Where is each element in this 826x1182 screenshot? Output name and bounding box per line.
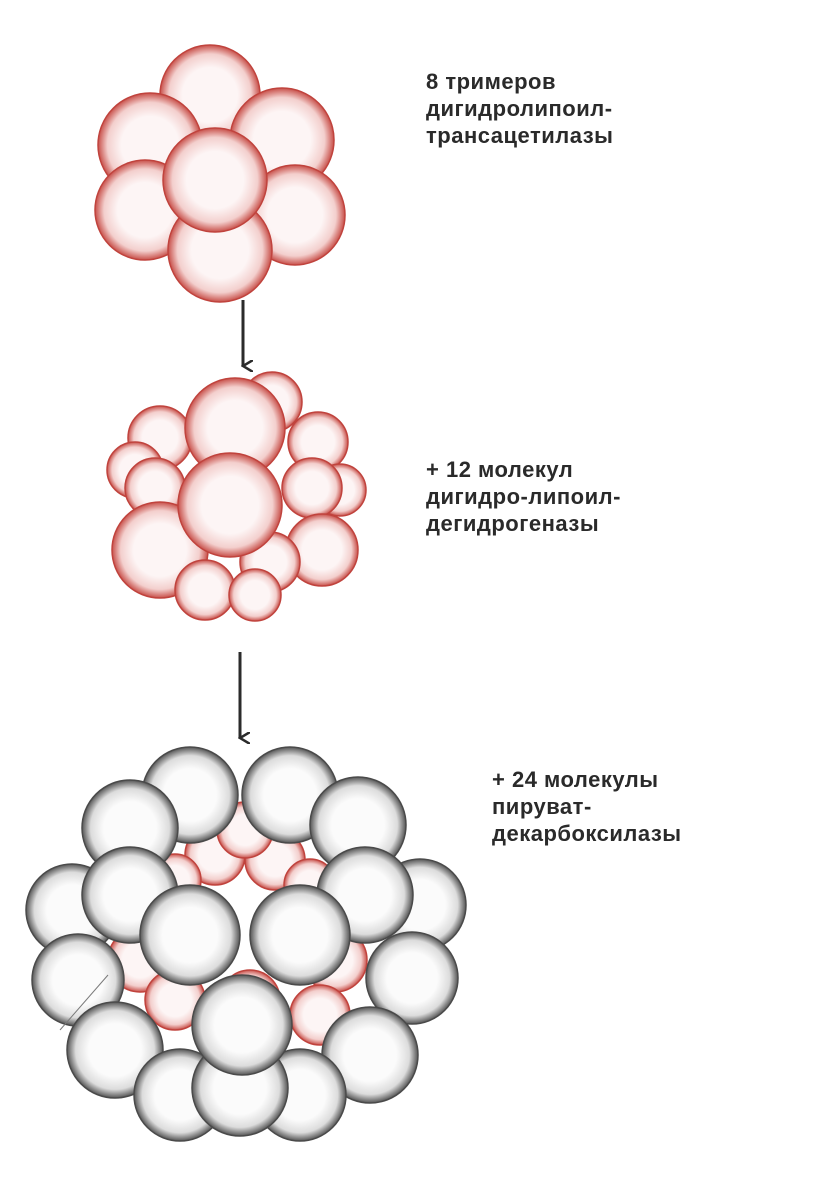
outer-grey-shell <box>26 747 466 1141</box>
stage-3-label-line-3: декарбоксилазы <box>492 820 682 847</box>
stage-1-label: 8 тримеров дигидролипоил- трансацетилазы <box>426 68 613 149</box>
subunit-sphere <box>282 458 342 518</box>
stage-1-label-line-2: дигидролипоил- <box>426 95 613 122</box>
decarboxylase-sphere <box>140 885 240 985</box>
stage-2-label: + 12 молекул дигидро-липоил- дегидрогена… <box>426 456 621 537</box>
dehydrogenase-added-cluster <box>107 372 366 621</box>
subunit-sphere <box>229 569 281 621</box>
stage-3-label-line-2: пируват- <box>492 793 682 820</box>
stage-2-label-line-3: дегидрогеназы <box>426 510 621 537</box>
stage-1-label-line-1: 8 тримеров <box>426 68 613 95</box>
subunit-sphere <box>178 453 282 557</box>
decarboxylase-sphere <box>192 975 292 1075</box>
stage-1-label-line-3: трансацетилазы <box>426 122 613 149</box>
trimer-sphere <box>163 128 267 232</box>
decarboxylase-added-cluster <box>26 747 466 1141</box>
stage-3-label: + 24 молекулы пируват- декарбоксилазы <box>492 766 682 847</box>
transacetylase-core-cluster <box>95 45 345 302</box>
stage-3-label-line-1: + 24 молекулы <box>492 766 682 793</box>
stage-2-label-line-2: дигидро-липоил- <box>426 483 621 510</box>
subunit-sphere <box>175 560 235 620</box>
decarboxylase-sphere <box>250 885 350 985</box>
stage-2-label-line-1: + 12 молекул <box>426 456 621 483</box>
